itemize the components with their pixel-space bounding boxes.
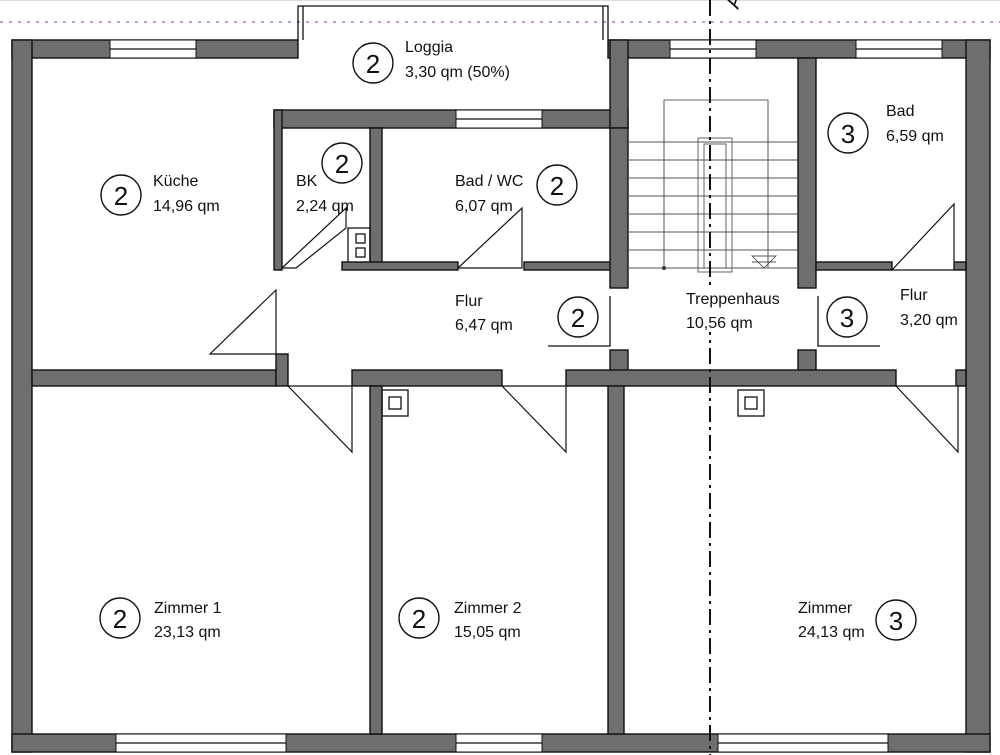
room-area: 3,30 qm (50%) [405,64,510,81]
shaft-icon [381,389,409,417]
wall-flur-zimmer3 [565,369,897,387]
room-area: 2,24 qm [296,198,354,215]
room-name: Küche [153,173,198,190]
room-area: 15,05 qm [454,624,521,641]
room-name: Bad [886,103,914,120]
room-badge: 3 [889,606,903,636]
door-zimmer3 [894,385,959,454]
wall-bk-bad [369,127,383,265]
door-bad3 [890,202,955,271]
room-name: Flur [900,287,928,304]
door-zimmer1 [286,385,353,454]
wall-stair-left [609,127,629,289]
room-area: 23,13 qm [154,624,221,641]
room-name: Flur [455,293,483,310]
door-bk [280,206,347,269]
loggia-back-wall [273,109,629,129]
door-entry-left [548,296,611,347]
loggia-outline [297,5,609,40]
room-badge: 2 [571,303,585,333]
room-name: Loggia [405,39,453,56]
door-bad-wc [456,206,523,269]
room-area: 3,20 qm [900,312,958,329]
room-name: BK [296,173,318,190]
room-bad: 3 Bad 6,59 qm [827,103,944,154]
room-loggia: 2 Loggia 3,30 qm (50%) [352,39,510,84]
room-name: Zimmer 2 [454,600,522,617]
room-area: 10,56 qm [686,315,753,332]
room-badge: 2 [114,181,128,211]
room-treppenhaus: Treppenhaus 10,56 qm [686,288,782,332]
room-badge: 2 [550,171,564,201]
room-badge: 3 [840,303,854,333]
wall-flur-top [341,261,459,271]
wall-kueche-zimmer1 [31,369,277,387]
room-badge: 2 [412,604,426,634]
wall-zimmer1-zimmer2 [369,385,383,735]
staircase [628,99,798,273]
room-name: Treppenhaus [686,291,780,308]
room-zimmer-3: Zimmer 24,13 qm 3 [796,594,917,642]
room-area: 6,47 qm [455,317,513,334]
room-name: Zimmer 1 [154,600,222,617]
room-flur-3: 3 Flur 3,20 qm [826,287,958,338]
room-bad-wc: Bad / WC 6,07 qm 2 [455,164,578,215]
room-badge: 3 [841,119,855,149]
room-badge: 2 [366,49,380,79]
wall-zimmer2-zimmer3 [607,385,625,735]
room-name: Bad / WC [455,173,523,190]
room-bk: BK 2,24 qm 2 [296,142,363,215]
door-kueche [208,288,277,355]
room-zimmer-2: 2 Zimmer 2 15,05 qm [398,597,522,641]
room-badge: 2 [335,149,349,179]
room-area: 6,59 qm [886,128,944,145]
section-marker: A [719,0,748,12]
outer-wall-right [965,39,991,753]
wall-stair-right [797,57,817,289]
room-flur-2: Flur 6,47 qm 2 [455,293,599,338]
room-area: 24,13 qm [798,624,865,641]
room-kueche: 2 Küche 14,96 qm [100,173,220,216]
room-name: Zimmer [798,600,853,617]
wall-kueche-bk [273,109,283,271]
room-zimmer-1: 2 Zimmer 1 23,13 qm [99,597,222,641]
room-badge: 2 [113,604,127,634]
wall-flur-zimmer2 [351,369,503,387]
door-zimmer2 [500,385,567,454]
shaft-icon [737,389,765,417]
door-entry-right [817,296,880,347]
loggia-side-wall [609,39,629,129]
outer-wall-left [11,39,33,753]
room-area: 14,96 qm [153,198,220,215]
wall-flur-top-2 [523,261,619,271]
wall-bad3-flur [815,261,893,271]
room-area: 6,07 qm [455,198,513,215]
